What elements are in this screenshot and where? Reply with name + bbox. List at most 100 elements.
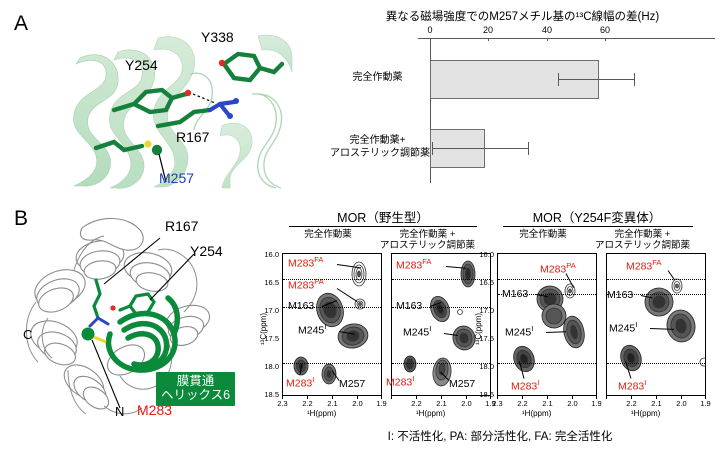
- residue-label-b-m283: M283: [137, 402, 173, 418]
- spec4-xtickmark-2.0: [681, 396, 682, 399]
- x-tick-label-40: 40: [541, 25, 552, 35]
- spec1-xtickmark-2.0: [357, 396, 358, 399]
- spec3-ytick-18.0: 18.0: [479, 362, 494, 371]
- spec1-peak-label-m163: M163: [288, 300, 315, 312]
- error-bar-cap-high-1: [634, 73, 635, 86]
- residue-label-b-r167: R167: [165, 218, 199, 234]
- bar-chart: 異なる磁場強度でのM257メチル基の¹³C線幅の差(Hz) 0 20 40 60…: [330, 8, 715, 183]
- spectra-group-title-wildtype: MOR（野生型）: [337, 211, 429, 225]
- spectra-subtitle-wt-modulator-line1: 完全作動薬 +: [399, 229, 456, 240]
- spec4-xtick-2.1: 2.1: [651, 399, 662, 408]
- spec1-y-axis-label: ¹³C(ppm): [259, 313, 268, 345]
- spec3-gridline-2: [498, 294, 596, 295]
- spec1-xtickmark-1.9: [381, 396, 382, 399]
- spec1-xtickmark-2.3: [282, 396, 283, 399]
- residue-label-r167: R167: [176, 129, 210, 145]
- spec3-xtick-2.2: 2.2: [517, 399, 528, 408]
- spec4-xtickmark-2.2: [631, 396, 632, 399]
- spec4-peak-label-m245i: M245I: [609, 320, 638, 335]
- spec3-x-axis-label: ¹H(ppm): [522, 409, 552, 418]
- spec3-xtickmark-2.1: [547, 396, 548, 399]
- spec2-gridline-1: [392, 279, 490, 280]
- x-tick-label-0: 0: [427, 25, 433, 35]
- x-tick-60: [605, 38, 606, 41]
- spectra-subtitle-mut-modulator-line2: アロステリック調節薬: [594, 240, 690, 251]
- spec3-xtickmark-2.0: [572, 396, 573, 399]
- spec3-peak-label-m163: M163: [502, 288, 529, 300]
- figure-caption: I: 不活性化, PA: 部分活性化, FA: 完全活性化: [387, 431, 613, 443]
- spec3-gridline-3: [498, 363, 596, 364]
- spec1-ytick-17.5: 17.5: [264, 334, 279, 343]
- spec3-gridline-1: [498, 279, 596, 280]
- spec3-xtickmark-2.2: [522, 396, 523, 399]
- spec1-xtickmark-2.1: [332, 396, 333, 399]
- spectra-subtitle-mut-agonist: 完全作動薬: [519, 229, 567, 240]
- spec3-xtickmark-2.3: [497, 396, 498, 399]
- spec3-peak-label-m283i: M283I: [511, 378, 540, 393]
- spec2-xtick-1.9: 1.9: [485, 399, 496, 408]
- chart-x-axis: [418, 38, 715, 40]
- panel-a-structure-image: [62, 30, 294, 190]
- spec4-x-axis-label: ¹H(ppm): [631, 409, 661, 418]
- spec4-peak-label-m163: M163: [607, 289, 634, 301]
- error-bar-line-1: [558, 79, 634, 80]
- spec1-xtick-2.2: 2.2: [302, 399, 313, 408]
- panel-b-letter: B: [14, 207, 29, 230]
- spec4-gridline-1: [607, 279, 705, 280]
- spec1-xtick-2.1: 2.1: [327, 399, 338, 408]
- spec2-peak-label-m283fa: M283FA: [396, 257, 432, 272]
- bar-category-label-2-line1: 完全作動薬+: [349, 135, 406, 146]
- panel-a-letter: A: [14, 12, 29, 35]
- spec1-peak-label-m257: M257: [339, 378, 366, 390]
- spec4-xtickmark-1.9: [705, 396, 706, 399]
- spec2-peak-label-m163: M163: [396, 300, 423, 312]
- residue-label-y254: Y254: [125, 57, 158, 73]
- spec1-peak-label-m283i: M283I: [286, 375, 315, 390]
- spectra-group-title-mutant: MOR（Y254F変異体）: [532, 211, 662, 225]
- spec2-x-axis-label: ¹H(ppm): [416, 409, 446, 418]
- spec1-ytick-16.0: 16.0: [264, 250, 279, 259]
- spectrum-plot-area-1: [282, 253, 382, 396]
- spec3-contours: [513, 283, 585, 373]
- spec1-xtick-2.0: 2.0: [352, 399, 363, 408]
- residue-label-b-y254: Y254: [190, 243, 223, 259]
- spec3-ytick-18.5: 18.5: [479, 390, 494, 399]
- spec2-xtickmark-2.0: [466, 396, 467, 399]
- spectra-group-rule-wildtype: [289, 226, 477, 228]
- spec1-contours: [293, 261, 369, 385]
- x-tick-label-60: 60: [599, 25, 610, 35]
- spec2-xtickmark-2.3: [391, 396, 392, 399]
- spec1-gridline-1: [283, 279, 381, 280]
- spec3-peak-label-m245i: M245I: [505, 324, 534, 339]
- spec2-gridline-3: [392, 363, 490, 364]
- spec1-ytick-16.5: 16.5: [264, 278, 279, 287]
- panel-b-structure-image: [8, 210, 258, 425]
- spec4-xtick-1.9: 1.9: [700, 399, 711, 408]
- x-tick-0: [430, 38, 431, 41]
- spectra-group-rule-mutant: [503, 226, 693, 228]
- error-bar-line-2: [432, 148, 528, 149]
- spec2-xtickmark-2.2: [416, 396, 417, 399]
- spec1-ytick-18.5: 18.5: [264, 390, 279, 399]
- bar-category-label-1: 完全作動薬: [352, 72, 403, 83]
- x-tick-20: [488, 38, 489, 41]
- spec3-xtickmark-1.9: [596, 396, 597, 399]
- spec3-xtick-2.0: 2.0: [567, 399, 578, 408]
- spec1-xtick-2.3: 2.3: [277, 399, 288, 408]
- spec3-xtick-2.3: 2.3: [492, 399, 503, 408]
- spec4-xtickmark-2.3: [606, 396, 607, 399]
- x-tick-label-20: 20: [482, 25, 493, 35]
- error-bar-cap-low-2: [432, 142, 433, 155]
- c-terminus-label: C: [23, 327, 33, 342]
- spec4-peak-label-m283fa: M283FA: [626, 258, 662, 273]
- tm6-callout-box: 膜貫通 ヘリックス6: [156, 372, 236, 406]
- n-terminus-label: N: [115, 404, 125, 419]
- spectrum-plot-area-4: [606, 253, 706, 396]
- spec1-x-axis-label: ¹H(ppm): [307, 409, 337, 418]
- spec3-ytick-17.5: 17.5: [479, 334, 494, 343]
- spec2-peak-label-m245i: M245I: [403, 324, 432, 339]
- spec4-xtick-2.0: 2.0: [676, 399, 687, 408]
- spec4-contours: [620, 278, 705, 372]
- spec1-peak-label-m245i: M245I: [298, 322, 327, 337]
